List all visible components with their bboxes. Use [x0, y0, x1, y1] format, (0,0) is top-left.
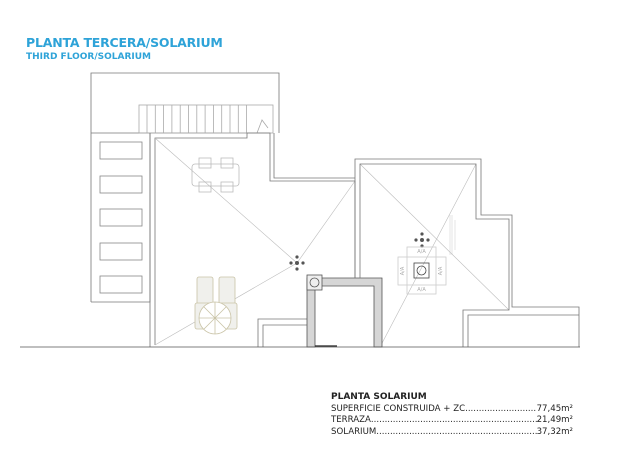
ac-unit	[397, 246, 447, 295]
area-row: SOLARIUM 37,32m²	[331, 427, 573, 439]
area-label: SOLARIUM	[331, 426, 377, 437]
ac-label: A/A	[438, 266, 444, 275]
area-value: 37,32m²	[536, 426, 573, 437]
drain-icon	[414, 232, 430, 248]
umbrella-icon	[198, 301, 232, 335]
area-label: SUPERFICIE CONSTRUIDA + ZC	[331, 403, 466, 414]
area-heading: PLANTA SOLARIUM	[331, 392, 427, 402]
area-row: TERRAZA 21,49m²	[331, 415, 573, 427]
area-value: 21,49m²	[536, 415, 573, 425]
terrace-walls	[149, 132, 356, 347]
ac-label: A/A	[417, 249, 426, 255]
dining-table	[191, 157, 240, 193]
area-row: SUPERFICIE CONSTRUIDA + ZC 77,45m²	[331, 404, 573, 416]
area-value: 77,45m²	[536, 403, 573, 414]
windows	[99, 141, 143, 294]
solarium-walls	[354, 158, 580, 347]
ac-label: A/A	[417, 287, 426, 293]
ac-label: A/A	[400, 266, 406, 275]
elevator-shaft	[306, 274, 383, 348]
plan-subtitle: THIRD FLOOR/SOLARIUM	[26, 52, 152, 62]
plan-title: PLANTA TERCERA/SOLARIUM	[26, 35, 223, 50]
area-label: TERRAZA	[331, 415, 371, 425]
area-table: PLANTA SOLARIUM SUPERFICIE CONSTRUIDA + …	[331, 392, 573, 438]
drain-icon	[289, 255, 305, 271]
exterior-unit-note	[449, 215, 456, 255]
stair-block	[90, 72, 280, 303]
